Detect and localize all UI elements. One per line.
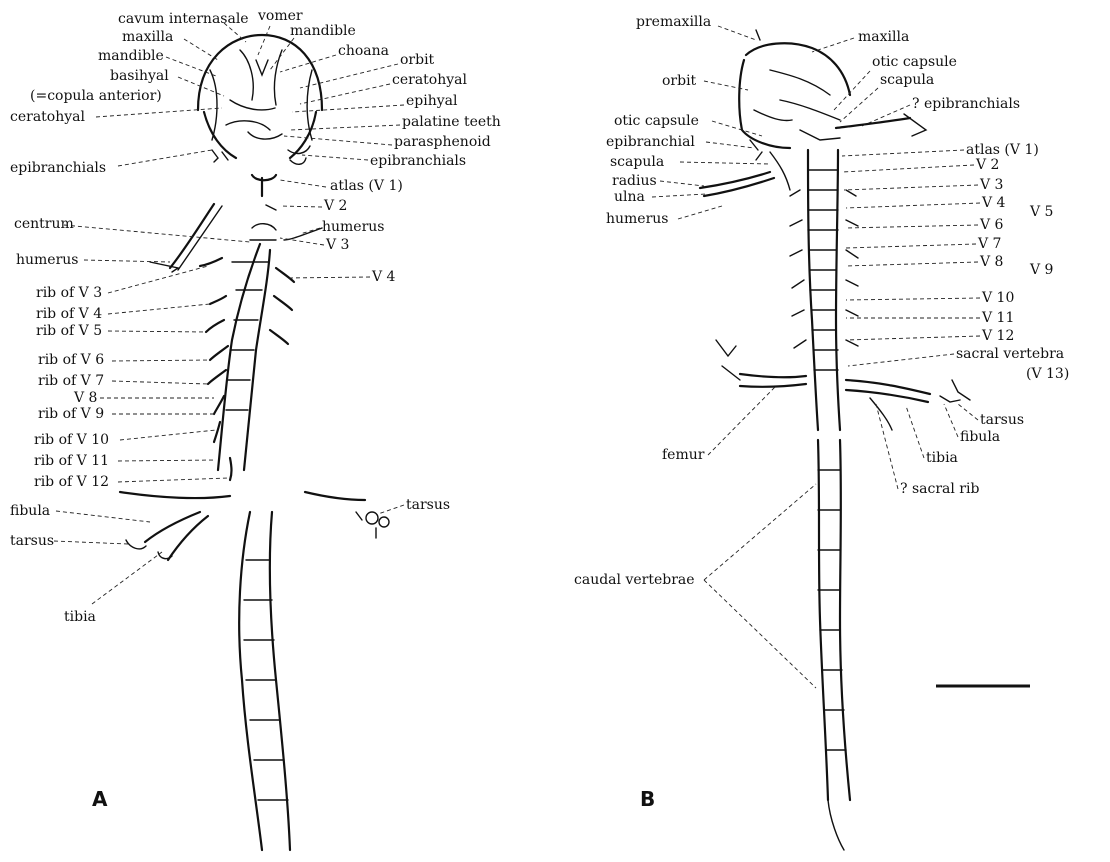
label-rib-v3-a: rib of V 3	[36, 285, 102, 301]
specimen-a-drawing	[120, 35, 389, 850]
label-scapula-right-b: scapula	[880, 72, 934, 88]
label-otic-capsule-left-b: otic capsule	[614, 113, 699, 129]
label-cavum-internasale: cavum internasale	[118, 11, 249, 27]
label-epibranchials-left-a: epibranchials	[10, 160, 106, 176]
label-tibia-a: tibia	[64, 609, 96, 625]
label-v12-b: V 12	[981, 328, 1014, 344]
label-rib-v11-a: rib of V 11	[34, 453, 109, 469]
label-ceratohyal-left-a: ceratohyal	[10, 109, 85, 125]
label-atlas-b: atlas (V 1)	[966, 142, 1039, 158]
label-v8-a: V 8	[73, 390, 97, 406]
panel-a-leaders	[54, 23, 404, 604]
label-epibranchials-right-a: epibranchials	[370, 153, 466, 169]
label-v8-b: V 8	[979, 254, 1003, 270]
label-epibranchial-b: epibranchial	[606, 134, 695, 150]
label-ulna-b: ulna	[614, 189, 645, 205]
label-radius-b: radius	[612, 173, 657, 189]
label-atlas-a: atlas (V 1)	[330, 178, 403, 194]
label-centrum-a: centrum	[14, 216, 74, 232]
label-rib-v9-a: rib of V 9	[38, 406, 104, 422]
label-orbit-b: orbit	[662, 73, 697, 89]
label-rib-v7-a: rib of V 7	[38, 373, 104, 389]
label-tarsus-left-a: tarsus	[10, 533, 54, 549]
label-v4-b: V 4	[981, 195, 1006, 211]
label-v2-b: V 2	[975, 157, 999, 173]
label-v2-a: V 2	[323, 198, 347, 214]
label-tarsus-b: tarsus	[980, 412, 1024, 428]
label-rib-v12-a: rib of V 12	[34, 474, 109, 490]
label-epihyal-a: epihyal	[406, 93, 458, 109]
label-rib-v10-a: rib of V 10	[34, 432, 109, 448]
panel-b-leaders	[652, 26, 980, 688]
label-v5-b: V 5	[1029, 204, 1053, 220]
label-v6-b: V 6	[979, 217, 1004, 233]
label-maxilla-b: maxilla	[858, 29, 909, 45]
panel-letter-a: A	[92, 787, 108, 811]
label-choana-a: choana	[338, 43, 389, 59]
panel-a-labels: cavum internasale vomer mandible maxilla…	[10, 8, 501, 625]
label-premaxilla-b: premaxilla	[636, 14, 711, 30]
label-v9-b: V 9	[1029, 262, 1053, 278]
label-v10-b: V 10	[981, 290, 1014, 306]
label-rib-v4-a: rib of V 4	[36, 306, 102, 322]
label-tarsus-right-a: tarsus	[406, 497, 450, 513]
label-rib-v5-a: rib of V 5	[36, 323, 102, 339]
label-vomer-a: vomer	[257, 8, 303, 24]
label-fibula-b: fibula	[960, 429, 1000, 445]
label-humerus-b: humerus	[606, 211, 669, 227]
label-v3-a: V 3	[325, 237, 349, 253]
label-v3-b: V 3	[979, 177, 1003, 193]
label-sacral-vertebra-b: sacral vertebra	[956, 346, 1064, 362]
label-mandible-a: mandible	[98, 48, 164, 64]
label-sacral-rib-q-b: ? sacral rib	[900, 481, 979, 497]
label-fibula-a: fibula	[10, 503, 50, 519]
label-epibranchials-q-b: ? epibranchials	[912, 96, 1020, 112]
label-ceratohyal-right-a: ceratohyal	[392, 72, 467, 88]
label-rib-v6-a: rib of V 6	[38, 352, 104, 368]
specimen-b-drawing	[700, 30, 970, 850]
panel-b-labels: premaxilla maxilla orbit otic capsule sc…	[574, 14, 1069, 588]
label-maxilla-a: maxilla	[122, 29, 173, 45]
label-scapula-left-b: scapula	[610, 154, 664, 170]
label-tibia-b: tibia	[926, 450, 958, 466]
label-v11-b: V 11	[981, 310, 1014, 326]
label-orbit-a: orbit	[400, 52, 435, 68]
label-v13-b: (V 13)	[1026, 366, 1069, 382]
label-basihyal-a: basihyal	[110, 68, 169, 84]
label-copula-a: (=copula anterior)	[30, 88, 162, 104]
panel-letter-b: B	[640, 787, 655, 811]
label-v7-b: V 7	[977, 236, 1001, 252]
label-femur-b: femur	[662, 447, 705, 463]
label-v4-a: V 4	[371, 269, 396, 285]
label-mandible-top-a: mandible	[290, 23, 356, 39]
label-parasphenoid-a: parasphenoid	[394, 134, 491, 150]
label-otic-capsule-right-b: otic capsule	[872, 54, 957, 70]
label-caudal-vertebrae-b: caudal vertebrae	[574, 572, 695, 588]
label-palatine-teeth-a: palatine teeth	[402, 114, 501, 130]
label-humerus-left-a: humerus	[16, 252, 79, 268]
label-humerus-right-a: humerus	[322, 219, 385, 235]
